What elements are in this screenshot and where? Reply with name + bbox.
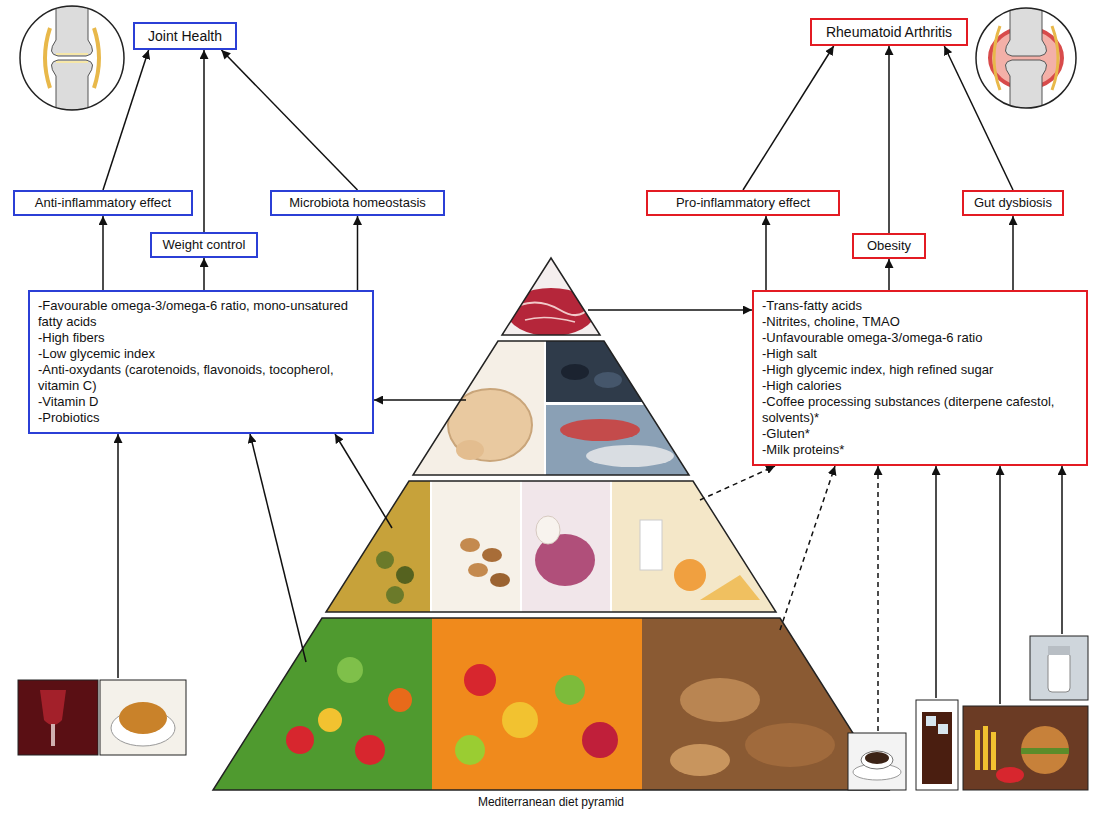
arrow-connector [888, 46, 890, 233]
coffee-photo [848, 733, 906, 790]
box-label: Weight control [163, 237, 246, 253]
arrow-connector [203, 50, 205, 232]
effect-box: Gut dysbiosis [962, 190, 1064, 216]
arrow-connector [103, 50, 149, 190]
list-item: -Low glycemic index [38, 346, 364, 362]
arthritic-joint [976, 6, 1076, 110]
list-item: -Probiotics [38, 410, 364, 426]
plants-cereals-photo [210, 616, 892, 792]
box-label: Pro-inflammatory effect [676, 195, 810, 211]
wine-tea-photo [18, 680, 186, 755]
soda-photo [916, 700, 958, 790]
leader-arrow [700, 466, 775, 500]
leader-arrow [877, 466, 879, 731]
arrow-connector [221, 50, 357, 190]
list-item: -Milk proteins* [762, 442, 1078, 458]
leader-arrow [1061, 466, 1063, 634]
leader-arrow [117, 434, 119, 678]
list-item: -Unfavourable omega-3/omega-6 ratio [762, 330, 1078, 346]
effect-box: Pro-inflammatory effect [646, 190, 840, 216]
fast-food-photo [963, 706, 1088, 790]
nutrient-list-box: -Favourable omega-3/omega-6 ratio, mono-… [28, 290, 374, 434]
healthy-joint [20, 6, 124, 110]
leader-arrow [999, 466, 1001, 704]
effect-box: Obesity [852, 233, 926, 259]
list-item: -Trans-fatty acids [762, 298, 1078, 314]
pyramid-caption: Mediterranean diet pyramid [478, 795, 624, 809]
leader-arrow [374, 399, 466, 401]
box-label: Obesity [867, 238, 911, 254]
leader-arrow [335, 434, 392, 528]
arrow-connector [944, 46, 1013, 190]
arrow-connector [203, 258, 205, 290]
arrow-connector [102, 216, 104, 290]
leader-arrow [250, 434, 306, 662]
list-item: -Coffee processing substances (diterpene… [762, 394, 1078, 426]
list-item: -Gluten* [762, 426, 1078, 442]
effect-box: Weight control [150, 232, 258, 258]
box-label: Joint Health [148, 28, 222, 45]
list-item: -High salt [762, 346, 1078, 362]
box-label: Anti-inflammatory effect [35, 195, 171, 211]
meat-photo [500, 258, 602, 336]
effect-box: Microbiota homeostasis [270, 190, 445, 216]
outcome-box: Joint Health [133, 22, 237, 50]
oil-nuts-dairy-photo [320, 480, 782, 614]
nutrient-list-box: -Trans-fatty acids-Nitrites, choline, TM… [752, 290, 1088, 466]
arrow-connector [1012, 216, 1014, 290]
list-item: -High glycemic index, high refined sugar [762, 362, 1078, 378]
salt-photo [1030, 636, 1088, 700]
leader-arrow [935, 466, 937, 698]
list-item: -Vitamin D [38, 394, 364, 410]
box-label: Rheumatoid Arthritis [826, 24, 952, 41]
outcome-box: Rheumatoid Arthritis [810, 18, 968, 46]
arrow-connector [888, 259, 890, 290]
poultry-fish-photo [410, 340, 692, 477]
box-label: Gut dysbiosis [974, 195, 1052, 211]
list-item: -Favourable omega-3/omega-6 ratio, mono-… [38, 298, 364, 330]
box-label: Microbiota homeostasis [289, 195, 426, 211]
arrow-connector [743, 46, 834, 190]
arrow-connector [765, 216, 767, 290]
list-item: -High calories [762, 378, 1078, 394]
list-item: -Anti-oxydants (carotenoids, flavonoids,… [38, 362, 364, 394]
leader-arrow [780, 466, 835, 630]
leader-arrow [588, 309, 752, 311]
list-item: -Nitrites, choline, TMAO [762, 314, 1078, 330]
list-item: -High fibers [38, 330, 364, 346]
effect-box: Anti-inflammatory effect [13, 190, 193, 216]
arrow-connector [357, 216, 359, 290]
